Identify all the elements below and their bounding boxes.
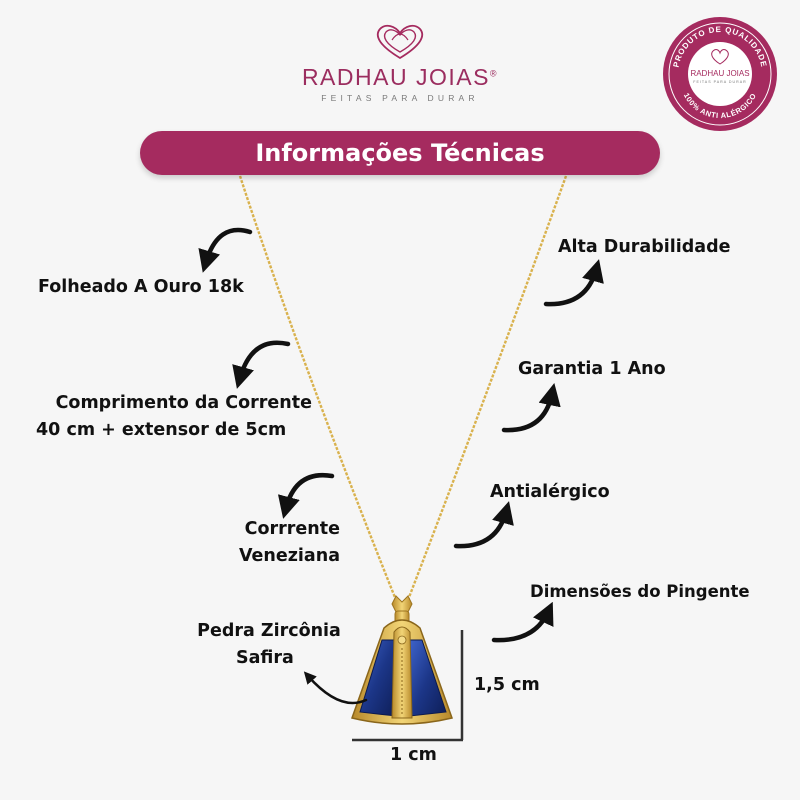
brand-name: RADHAU JOIAS: [301, 64, 490, 90]
dimension-height-label: 1,5 cm: [474, 675, 540, 695]
seal-center-sub: FEITAS PARA DURAR: [693, 80, 746, 84]
seal-center-text: RADHAU JOIAS: [690, 69, 749, 78]
brand-tagline: FEITAS PARA DURAR: [321, 93, 479, 103]
feature-pendant-dimensions: Dimensões do Pingente: [530, 578, 750, 605]
dimension-width-label: 1 cm: [390, 745, 437, 765]
curved-arrow-icon: [277, 472, 335, 519]
brand-logo: RADHAU JOIAS® FEITAS PARA DURAR: [300, 20, 500, 110]
registered-mark: ®: [489, 68, 499, 79]
curved-arrow-icon: [491, 601, 554, 643]
feature-gold-plating: Folheado A Ouro 18k: [38, 274, 244, 301]
quality-seal-icon: PRODUTO DE QUALIDADE 100% ANTI ALÉRGICO …: [663, 17, 777, 131]
feature-line: Pedra Zircônia: [197, 621, 341, 641]
feature-line: Veneziana: [238, 546, 340, 566]
curved-arrow-icon: [232, 340, 291, 389]
feature-chain-length: Comprimento da Corrente 40 cm + extensor…: [28, 390, 312, 444]
feature-line: Comprimento da Corrente: [55, 393, 312, 413]
feature-line: Corrrente: [244, 519, 340, 539]
feature-line: 40 cm + extensor de 5cm: [36, 420, 287, 440]
feature-line: Safira: [236, 648, 294, 668]
curved-arrow-icon: [543, 259, 604, 307]
curved-arrow-icon: [303, 671, 368, 705]
curved-arrow-icon: [453, 501, 514, 549]
feature-line: Folheado A Ouro 18k: [38, 277, 244, 297]
feature-durability: Alta Durabilidade: [558, 234, 731, 261]
feature-line: Antialérgico: [490, 482, 610, 502]
feature-line: Alta Durabilidade: [558, 237, 731, 257]
curved-arrow-icon: [501, 382, 561, 433]
feature-line: Garantia 1 Ano: [518, 359, 666, 379]
feature-hypoallergenic: Antialérgico: [490, 479, 610, 506]
heart-logo-icon: [376, 24, 424, 60]
feature-warranty: Garantia 1 Ano: [518, 356, 666, 383]
page-title: Informações Técnicas: [255, 139, 545, 167]
feature-chain-type: Corrrente Veneziana: [200, 516, 340, 570]
title-banner: Informações Técnicas: [140, 131, 660, 175]
feature-stone: Pedra Zircônia Safira: [184, 618, 354, 672]
curved-arrow-icon: [198, 227, 253, 273]
feature-line: Dimensões do Pingente: [530, 582, 750, 601]
